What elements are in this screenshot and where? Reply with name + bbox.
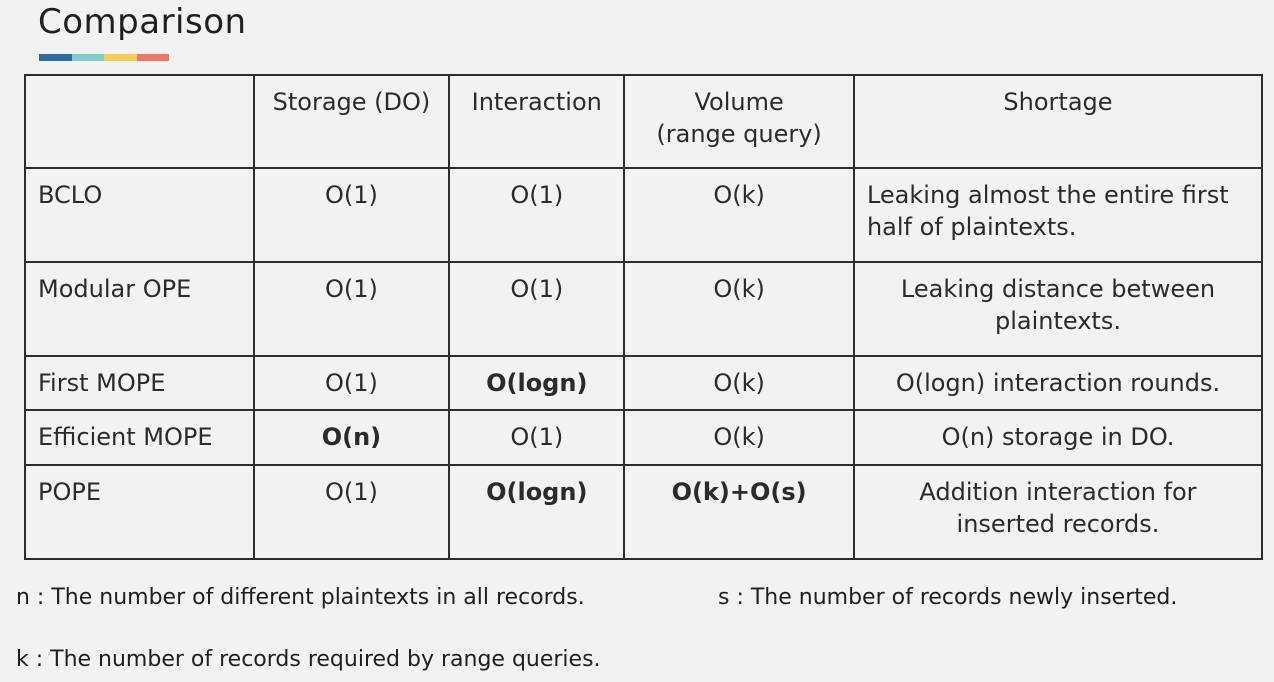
shortage-cell: O(n) storage in DO. [852,409,1264,466]
header-cell-storage: Storage (DO) [252,74,451,169]
volume-cell: O(k) [623,261,855,357]
storage-cell: O(1) [252,354,451,412]
table-row: POPE O(1) O(logn) O(k)+O(s) Addition int… [24,463,1264,560]
table-row: Modular OPE O(1) O(1) O(k) Leaking dista… [24,261,1264,357]
interaction-cell: O(logn) [448,354,626,412]
scheme-name: POPE [24,463,255,560]
shortage-cell: O(logn) interaction rounds. [852,354,1264,412]
shortage-cell: Leaking almost the entire first half of … [852,167,1264,263]
scheme-name: Modular OPE [24,261,255,357]
storage-cell: O(1) [252,167,451,263]
interaction-cell: O(1) [448,261,626,357]
accent-segment-teal [71,54,104,61]
storage-cell: O(n) [252,409,451,466]
accent-segment-blue [39,54,72,61]
table-row: Efficient MOPE O(n) O(1) O(k) O(n) stora… [24,409,1264,466]
volume-cell: O(k) [623,409,855,466]
header-cell-empty [24,74,255,169]
volume-cell: O(k)+O(s) [623,463,855,560]
accent-segment-yellow [104,54,137,61]
volume-cell: O(k) [623,354,855,412]
interaction-cell: O(logn) [448,463,626,560]
title-accent-bar [39,54,169,61]
interaction-cell: O(1) [448,167,626,263]
shortage-cell: Leaking distance between plaintexts. [852,261,1264,357]
scheme-name: Efficient MOPE [24,409,255,466]
accent-segment-red [136,54,169,61]
header-cell-volume: Volume (range query) [623,74,855,169]
scheme-name: BCLO [24,167,255,263]
footnote-k: k : The number of records required by ra… [16,647,601,672]
header-cell-interaction: Interaction [448,74,626,169]
table-row: BCLO O(1) O(1) O(k) Leaking almost the e… [24,167,1264,263]
interaction-cell: O(1) [448,409,626,466]
storage-cell: O(1) [252,463,451,560]
volume-cell: O(k) [623,167,855,263]
storage-cell: O(1) [252,261,451,357]
footnote-s: s : The number of records newly inserted… [718,585,1178,610]
shortage-cell: Addition interaction for inserted record… [852,463,1264,560]
header-cell-shortage: Shortage [852,74,1264,169]
footnote-n: n : The number of different plaintexts i… [16,585,585,610]
table-row: First MOPE O(1) O(logn) O(k) O(logn) int… [24,354,1264,412]
comparison-table: Storage (DO) Interaction Volume (range q… [24,74,1264,560]
slide-title: Comparison [38,2,247,42]
scheme-name: First MOPE [24,354,255,412]
table-header-row: Storage (DO) Interaction Volume (range q… [24,74,1264,169]
